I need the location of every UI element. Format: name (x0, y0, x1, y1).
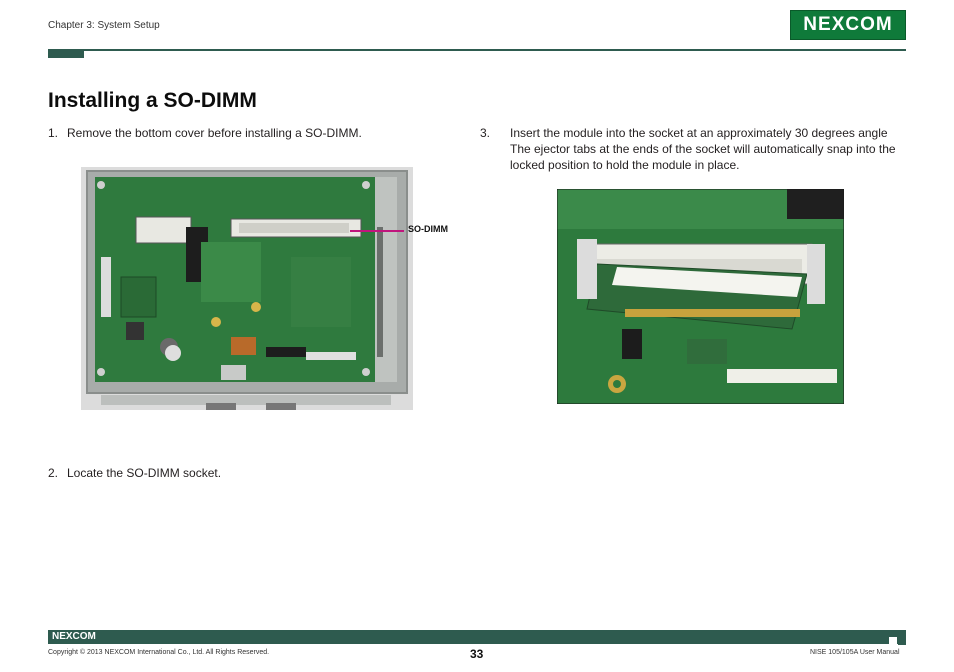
step-text: Locate the SO-DIMM socket. (67, 466, 222, 480)
so-dimm-insertion-photo (557, 189, 844, 404)
chassis-motherboard-photo (81, 167, 413, 410)
copyright-text: Copyright © 2013 NEXCOM International Co… (48, 649, 270, 656)
header-rule (48, 49, 906, 51)
callout-line (350, 230, 404, 232)
page-number: 33 (470, 647, 484, 661)
footer-square (889, 630, 897, 638)
header-tab (48, 51, 84, 58)
footer-square (898, 637, 906, 645)
footer-logo: NEXCOM (52, 631, 96, 642)
manual-title: NISE 105/105A User Manual (810, 649, 900, 656)
step-3: 3. Insert the module into the socket at a… (480, 125, 906, 173)
step-number: 2. (48, 466, 59, 480)
nexcom-logo: NEXCOM (790, 10, 906, 40)
logo-text: NEXCOM (803, 14, 893, 35)
so-dimm-callout-label: SO-DIMM (408, 224, 448, 234)
footer-bar (48, 630, 906, 644)
step-text: Remove the bottom cover before installin… (67, 126, 362, 140)
step-1: 1. Remove the bottom cover before install… (48, 125, 448, 141)
step-number: 1. (48, 126, 59, 140)
step-text: Insert the module into the socket at an … (510, 126, 896, 172)
page-title: Installing a SO-DIMM (48, 89, 257, 112)
step-2: 2. Locate the SO-DIMM socket. (48, 465, 448, 481)
chapter-title: Chapter 3: System Setup (48, 20, 160, 31)
footer-square-blank (889, 637, 897, 645)
step-number: 3. (480, 126, 491, 140)
